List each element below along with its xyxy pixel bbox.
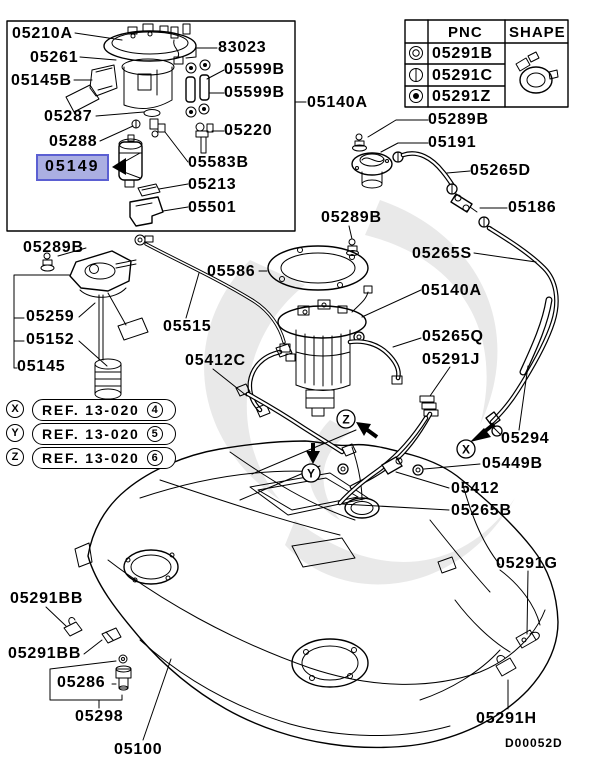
part-label-05599B-a[interactable]: 05599B: [224, 61, 285, 78]
ref-marker-y: Y: [6, 424, 24, 442]
ref-note-y-text: REF. 13-020: [42, 426, 140, 442]
marker-x: X: [462, 443, 470, 457]
part-label-05291BB-b[interactable]: 05291BB: [8, 645, 82, 662]
part-label-05259[interactable]: 05259: [26, 308, 75, 325]
part-label-05412[interactable]: 05412: [451, 480, 500, 497]
part-label-05152[interactable]: 05152: [26, 331, 75, 348]
part-label-05291H[interactable]: 05291H: [476, 710, 537, 727]
part-label-05213[interactable]: 05213: [188, 176, 237, 193]
part-label-05140A-box[interactable]: 05140A: [307, 94, 368, 111]
pipe-and-sender-art: [13, 234, 296, 400]
part-label-05287[interactable]: 05287: [44, 108, 93, 125]
drain-plug: [115, 654, 132, 691]
pnc-column-header: PNC: [448, 24, 483, 41]
tank-top-pipes-art: [239, 411, 481, 511]
ref-note-z-text: REF. 13-020: [42, 450, 140, 466]
part-label-83023[interactable]: 83023: [218, 39, 267, 56]
pnc-row-05291B[interactable]: 05291B: [432, 45, 493, 62]
ref-marker-x: X: [6, 400, 24, 418]
part-label-05210A[interactable]: 05210A: [12, 25, 73, 42]
part-label-05186[interactable]: 05186: [508, 199, 557, 216]
part-label-05449B[interactable]: 05449B: [482, 455, 543, 472]
part-label-05298[interactable]: 05298: [75, 708, 124, 725]
part-label-05289B-left[interactable]: 05289B: [23, 239, 84, 256]
fuel-tank-art: [45, 440, 559, 749]
part-label-05149-selected[interactable]: 05149: [36, 154, 109, 181]
part-label-05289B-mid[interactable]: 05289B: [321, 209, 382, 226]
part-label-05291G[interactable]: 05291G: [496, 555, 558, 572]
marker-y: Y: [307, 467, 315, 481]
ref-note-y[interactable]: REF. 13-020 5: [32, 423, 176, 445]
pnc-row-05291C[interactable]: 05291C: [432, 67, 493, 84]
part-label-05265B[interactable]: 05265B: [451, 502, 512, 519]
ref-note-x-text: REF. 13-020: [42, 402, 140, 418]
part-label-05140A-mid[interactable]: 05140A: [421, 282, 482, 299]
part-label-05220[interactable]: 05220: [224, 122, 273, 139]
part-label-05288[interactable]: 05288: [49, 133, 98, 150]
drawing-code: D00052D: [505, 736, 563, 750]
clip-05291H: [495, 654, 517, 677]
clip-05291BB-a: [63, 616, 83, 637]
ref-note-z-fig: 6: [146, 450, 163, 466]
filler-hose-art: [351, 119, 559, 437]
clip-05291G: [515, 629, 540, 649]
part-label-05145B[interactable]: 05145B: [11, 72, 72, 89]
ref-note-x[interactable]: REF. 13-020 4: [32, 399, 176, 421]
part-label-05265S[interactable]: 05265S: [412, 245, 472, 262]
pump-detail-box: [6, 20, 307, 232]
part-label-05291J[interactable]: 05291J: [422, 351, 481, 368]
ref-note-x-fig: 4: [146, 402, 163, 418]
part-label-05265D[interactable]: 05265D: [470, 162, 531, 179]
clip-05291BB-b: [101, 627, 122, 644]
marker-z: Z: [342, 413, 349, 427]
part-label-05286[interactable]: 05286: [57, 674, 106, 691]
shape-column-header: SHAPE: [509, 24, 566, 41]
part-label-05191[interactable]: 05191: [428, 134, 477, 151]
ref-note-z[interactable]: REF. 13-020 6: [32, 447, 176, 469]
insertion-markers: Z Y X: [301, 409, 496, 483]
part-label-05289B-top[interactable]: 05289B: [428, 111, 489, 128]
part-label-05599B-b[interactable]: 05599B: [224, 84, 285, 101]
part-label-05501[interactable]: 05501: [188, 199, 237, 216]
ref-note-y-fig: 5: [146, 426, 163, 442]
part-label-05291BB-a[interactable]: 05291BB: [10, 590, 84, 607]
pnc-table-art: [404, 19, 569, 108]
ref-marker-x-letter: X: [11, 403, 19, 415]
center-module-art: [212, 225, 451, 457]
part-label-05265Q[interactable]: 05265Q: [422, 328, 484, 345]
pnc-row-05291Z[interactable]: 05291Z: [432, 88, 492, 105]
part-label-05294[interactable]: 05294: [501, 430, 550, 447]
part-label-05515[interactable]: 05515: [163, 318, 212, 335]
part-label-05261[interactable]: 05261: [30, 49, 79, 66]
part-label-05100[interactable]: 05100: [114, 741, 163, 758]
part-label-05145[interactable]: 05145: [17, 358, 66, 375]
part-label-05586[interactable]: 05586: [207, 263, 256, 280]
ref-marker-y-letter: Y: [11, 427, 19, 439]
part-label-05412C[interactable]: 05412C: [185, 352, 246, 369]
ref-marker-z-letter: Z: [11, 451, 19, 463]
ref-marker-z: Z: [6, 448, 24, 466]
hose-clamp-icon: [515, 51, 559, 94]
part-label-05583B[interactable]: 05583B: [188, 154, 249, 171]
